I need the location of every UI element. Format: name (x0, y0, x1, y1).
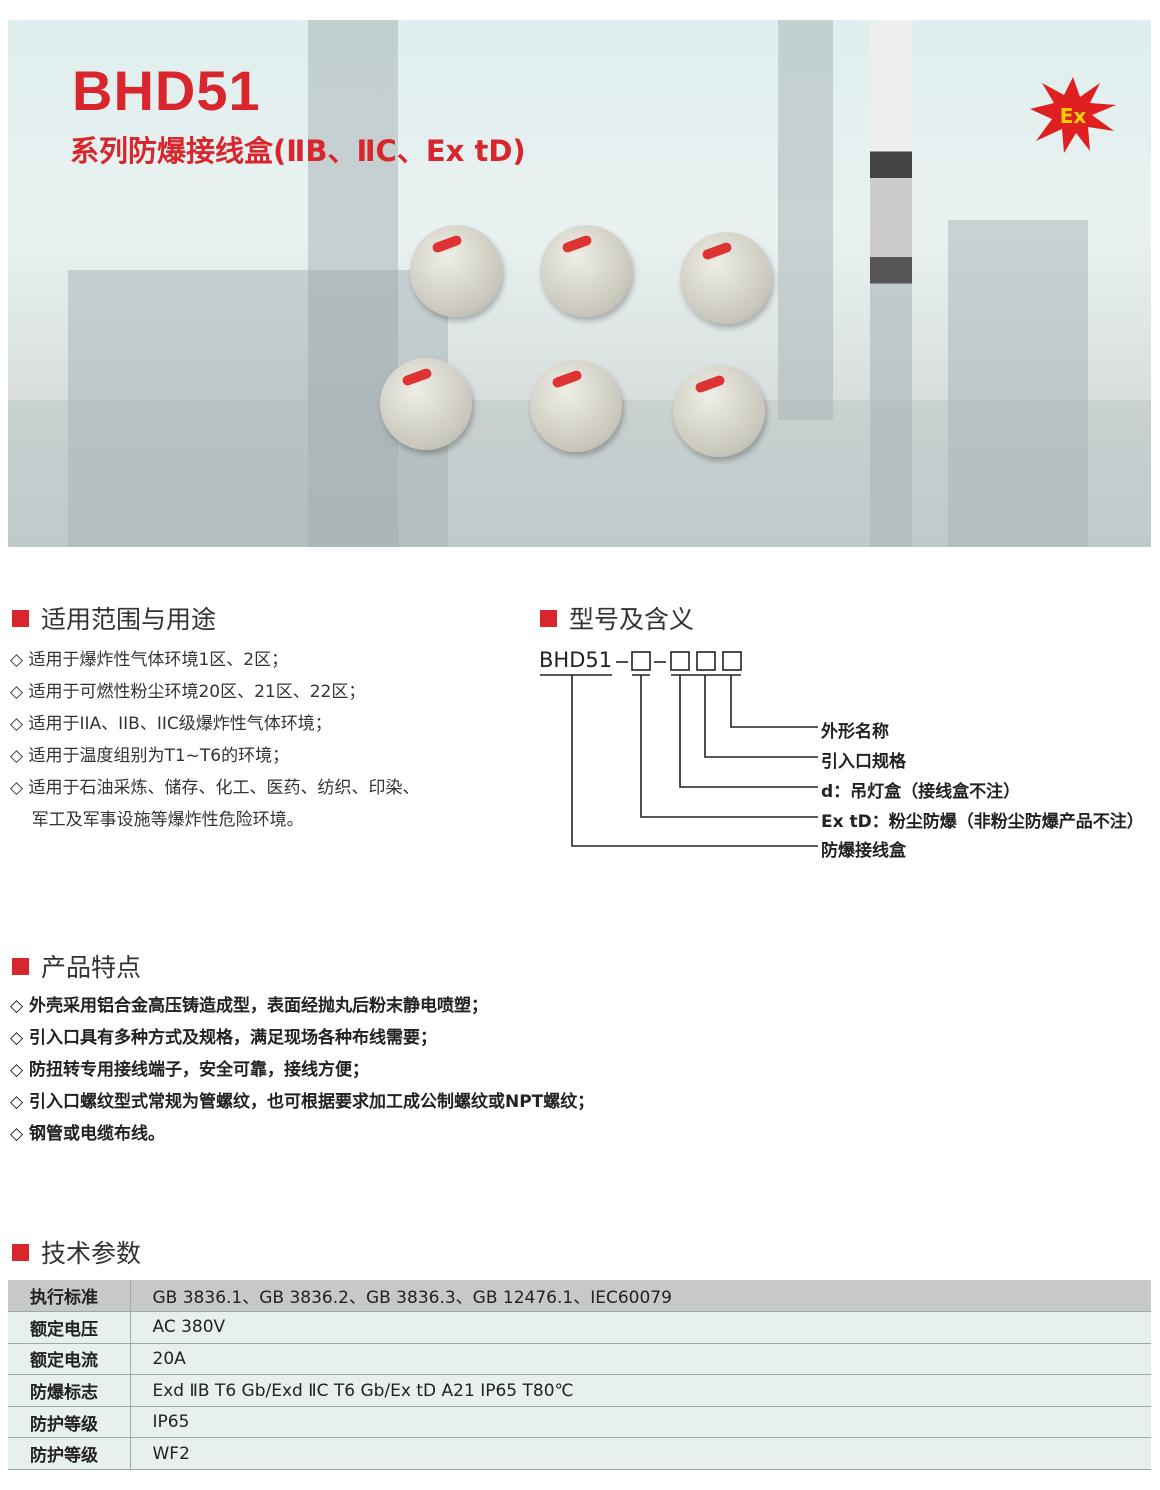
spec-value: GB 3836.1、GB 3836.2、GB 3836.3、GB 12476.1… (130, 1280, 1151, 1313)
specs-heading: 技术参数 (12, 1234, 141, 1270)
scope-item: ◇ 适用于温度组别为T1~T6的环境； (10, 746, 290, 766)
spec-value: AC 380V (130, 1311, 1151, 1344)
feature-item: ◇ 防扭转专用接线端子，安全可靠，接线方便； (10, 1060, 369, 1080)
hero-banner: BHD51 系列防爆接线盒(ⅡB、ⅡC、Ex tD) Ex (8, 20, 1151, 547)
spec-value: Exd ⅡB T6 Gb/Exd ⅡC T6 Gb/Ex tD A21 IP65… (130, 1374, 1151, 1407)
model-code: BHD51 (539, 648, 613, 672)
model-label: 防爆接线盒 (821, 841, 906, 861)
spec-key: 防护等级 (8, 1406, 131, 1439)
product-title: BHD51 (72, 59, 261, 122)
spec-key: 额定电流 (8, 1343, 131, 1376)
scope-item: ◇ 适用于石油采炼、储存、化工、医药、纺织、印染、 (10, 778, 420, 798)
model-label: 外形名称 (821, 722, 889, 742)
junction-box-image (680, 232, 772, 324)
feature-item: ◇ 外壳采用铝合金高压铸造成型，表面经抛丸后粉末静电喷塑； (10, 996, 488, 1016)
scope-item: ◇ 适用于IIA、IIB、IIC级爆炸性气体环境； (10, 714, 332, 734)
model-label: Ex tD：粉尘防爆（非粉尘防爆产品不注） (821, 812, 1144, 832)
scope-heading: 适用范围与用途 (12, 600, 216, 636)
spec-key: 额定电压 (8, 1311, 131, 1344)
feature-item: ◇ 引入口螺纹型式常规为管螺纹，也可根据要求加工成公制螺纹或NPT螺纹； (10, 1092, 595, 1112)
feature-item: ◇ 钢管或电缆布线。 (10, 1124, 165, 1144)
scope-item: 军工及军事设施等爆炸性危险环境。 (10, 810, 304, 830)
scope-item: ◇ 适用于可燃性粉尘环境20区、21区、22区； (10, 682, 366, 702)
junction-box-image (530, 360, 622, 452)
product-subtitle: 系列防爆接线盒(ⅡB、ⅡC、Ex tD) (70, 134, 526, 168)
scope-item: ◇ 适用于爆炸性气体环境1区、2区； (10, 650, 289, 670)
junction-box-image (410, 225, 502, 317)
feature-item: ◇ 引入口具有多种方式及规格，满足现场各种布线需要； (10, 1028, 437, 1048)
spec-value: IP65 (130, 1406, 1151, 1439)
spec-key: 执行标准 (8, 1280, 131, 1313)
junction-box-image (673, 365, 765, 457)
junction-box-image (540, 225, 632, 317)
model-label: d：吊灯盒（接线盒不注） (821, 782, 1021, 802)
model-label: 引入口规格 (821, 752, 906, 772)
ex-explosion-badge-icon: Ex (1030, 77, 1116, 153)
spec-key: 防护等级 (8, 1437, 131, 1471)
junction-box-image (380, 358, 472, 450)
svg-text:Ex: Ex (1060, 104, 1087, 128)
spec-key: 防爆标志 (8, 1374, 131, 1407)
model-diagram-lines (540, 651, 818, 847)
spec-value: 20A (130, 1343, 1151, 1376)
model-heading: 型号及含义 (540, 600, 694, 636)
features-heading: 产品特点 (12, 948, 141, 984)
spec-value: WF2 (130, 1437, 1151, 1471)
